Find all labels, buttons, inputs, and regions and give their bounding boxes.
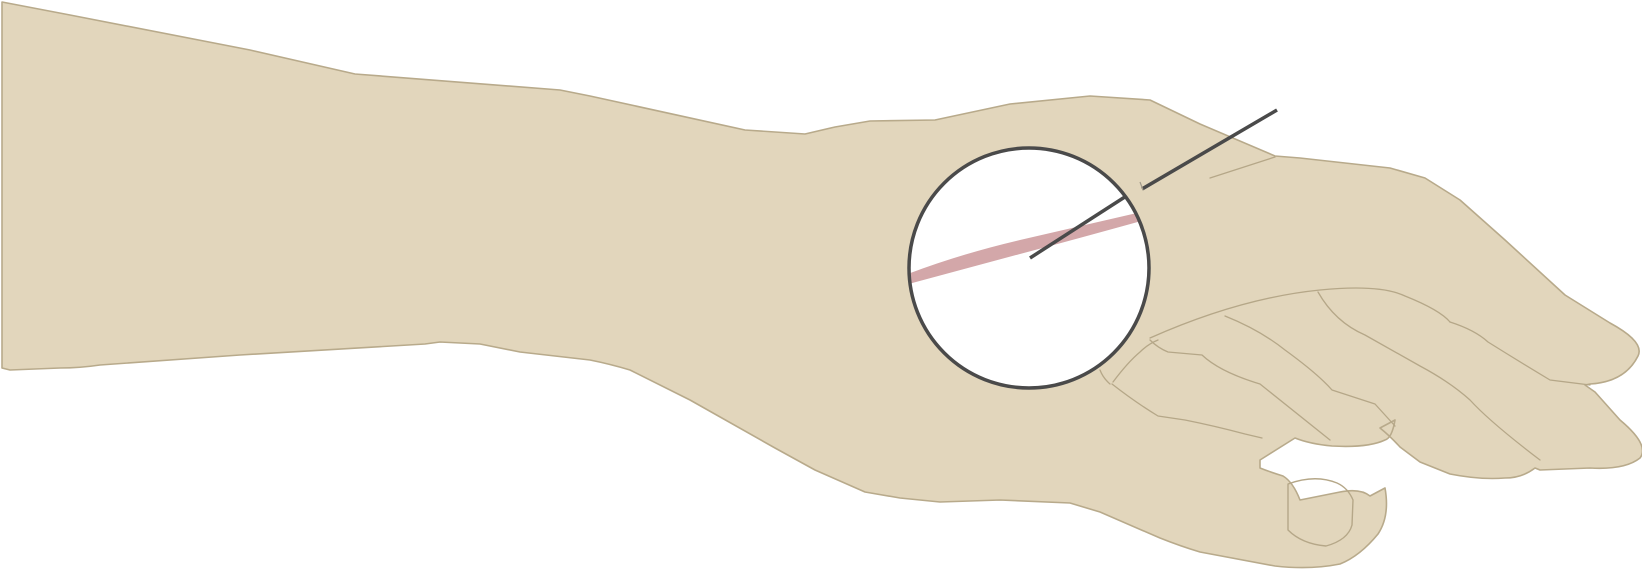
thumb-joint-crease [1112,339,1159,383]
knuckle-ridge [1149,287,1451,339]
lens-ring [907,146,1151,390]
thumbnail [1287,478,1354,547]
needle-inside [1029,191,1132,260]
lens-background [909,148,1149,388]
needle-entry-mark [1139,181,1144,191]
middle-finger-crease [1224,315,1396,427]
magnifier-lens [907,146,1151,390]
wrist-crease [1209,156,1276,179]
palm-crease [1111,383,1263,439]
blood-vessel [909,210,1149,285]
thumb-base-crease [1099,369,1111,385]
finger-creases [1099,156,1591,461]
index-finger-crease [1317,291,1541,461]
needle-outside [1141,108,1278,191]
little-finger-crease [1449,321,1591,386]
ring-finger-crease [1149,339,1331,441]
